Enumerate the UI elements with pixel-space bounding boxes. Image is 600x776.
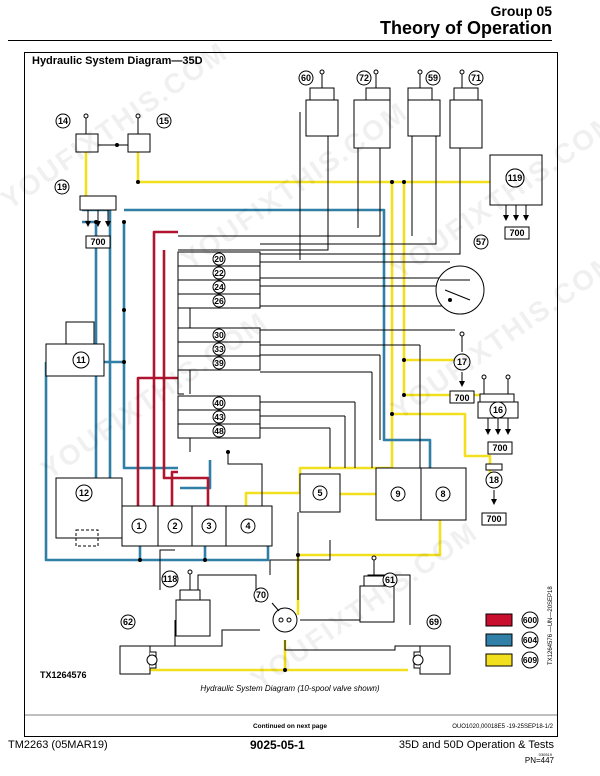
doc-reference: OUO1020,00018E5 -19-25SEP18-1/2 [452,724,553,730]
component-17 [449,331,475,404]
diagram-frame [24,52,558,737]
cylinder-118 [175,569,211,637]
tank-119 [489,154,543,240]
legend-label-600: 600 [523,615,537,625]
label-33: 33 [214,344,224,354]
cylinder-71 [449,69,484,149]
cylinder-60 [298,69,339,137]
label-70: 70 [256,590,266,600]
label-48: 48 [214,426,224,436]
label-14: 14 [58,116,68,126]
motor-69 [412,645,451,675]
label-40: 40 [214,398,224,408]
label-118: 118 [163,574,178,584]
label-4: 4 [245,521,250,531]
label-3: 3 [206,521,211,531]
footer-manual-id: TM2263 (05MAR19) [8,739,108,751]
label-69: 69 [429,617,439,627]
label-8: 8 [440,489,445,499]
label-12: 12 [79,488,89,498]
cylinder-59 [407,69,441,137]
label-700-c: 700 [454,393,469,403]
pilot-control-14 [55,113,99,153]
pilot-manifold-19 [54,179,117,249]
label-17: 17 [457,357,467,367]
figure-caption: Hydraulic System Diagram (10-spool valve… [200,684,380,693]
footer-date-code: 030519 [538,752,552,757]
component-18 [481,463,507,526]
label-62: 62 [123,617,133,627]
legend-swatch-609 [485,653,513,667]
label-71: 71 [471,73,481,83]
cylinder-72 [353,69,391,149]
swivel-70 [271,602,298,672]
legend-swatch-600 [485,613,513,627]
figure-id: TX1264576 [40,670,87,680]
label-11: 11 [76,355,86,365]
label-61: 61 [385,575,395,585]
label-22: 22 [214,268,224,278]
label-43: 43 [214,412,224,422]
label-39: 39 [214,358,224,368]
header-rule [8,40,552,41]
label-700-a: 700 [90,237,105,247]
label-16: 16 [493,405,503,415]
label-5: 5 [317,488,322,498]
label-24: 24 [214,282,224,292]
label-57: 57 [476,237,486,247]
continued-note: Continued on next page [253,723,327,730]
cylinder-61 [359,555,395,623]
motor-62 [119,645,158,675]
group-label: Group 05 [490,3,552,19]
label-18: 18 [489,475,499,485]
label-26: 26 [214,296,224,306]
pilot-control-15 [127,113,172,153]
footer-pn: PN=447 [524,756,554,765]
label-20: 20 [214,254,224,264]
label-19: 19 [57,182,67,192]
yellow-lines [84,137,492,672]
legend-swatch-604 [485,633,513,647]
footer-manual-title: 35D and 50D Operation & Tests [398,739,554,751]
label-119: 119 [508,173,523,183]
component-9-8 [375,467,467,521]
motor-57 [435,234,489,315]
label-60: 60 [301,73,311,83]
component-11 [45,321,105,377]
label-9: 9 [395,489,400,499]
label-59: 59 [428,73,438,83]
component-5 [299,473,341,513]
label-15: 15 [159,116,169,126]
footer-page-number: 9025-05-1 [250,738,305,752]
label-700-d: 700 [492,443,507,453]
section-title: Theory of Operation [379,18,552,38]
side-code: TX1264576 —UN—20SEP18 [548,586,554,665]
diagram-title: Hydraulic System Diagram—35D [32,55,203,67]
label-700-b: 700 [509,228,524,238]
red-lines [136,230,210,506]
legend-label-604: 604 [523,635,537,645]
label-2: 2 [172,521,177,531]
label-30: 30 [214,330,224,340]
legend-label-609: 609 [523,655,537,665]
label-1: 1 [136,521,141,531]
junction-dots [94,180,406,562]
label-700-e: 700 [486,514,501,524]
legend: 600 604 609 [485,611,539,669]
label-72: 72 [359,73,369,83]
